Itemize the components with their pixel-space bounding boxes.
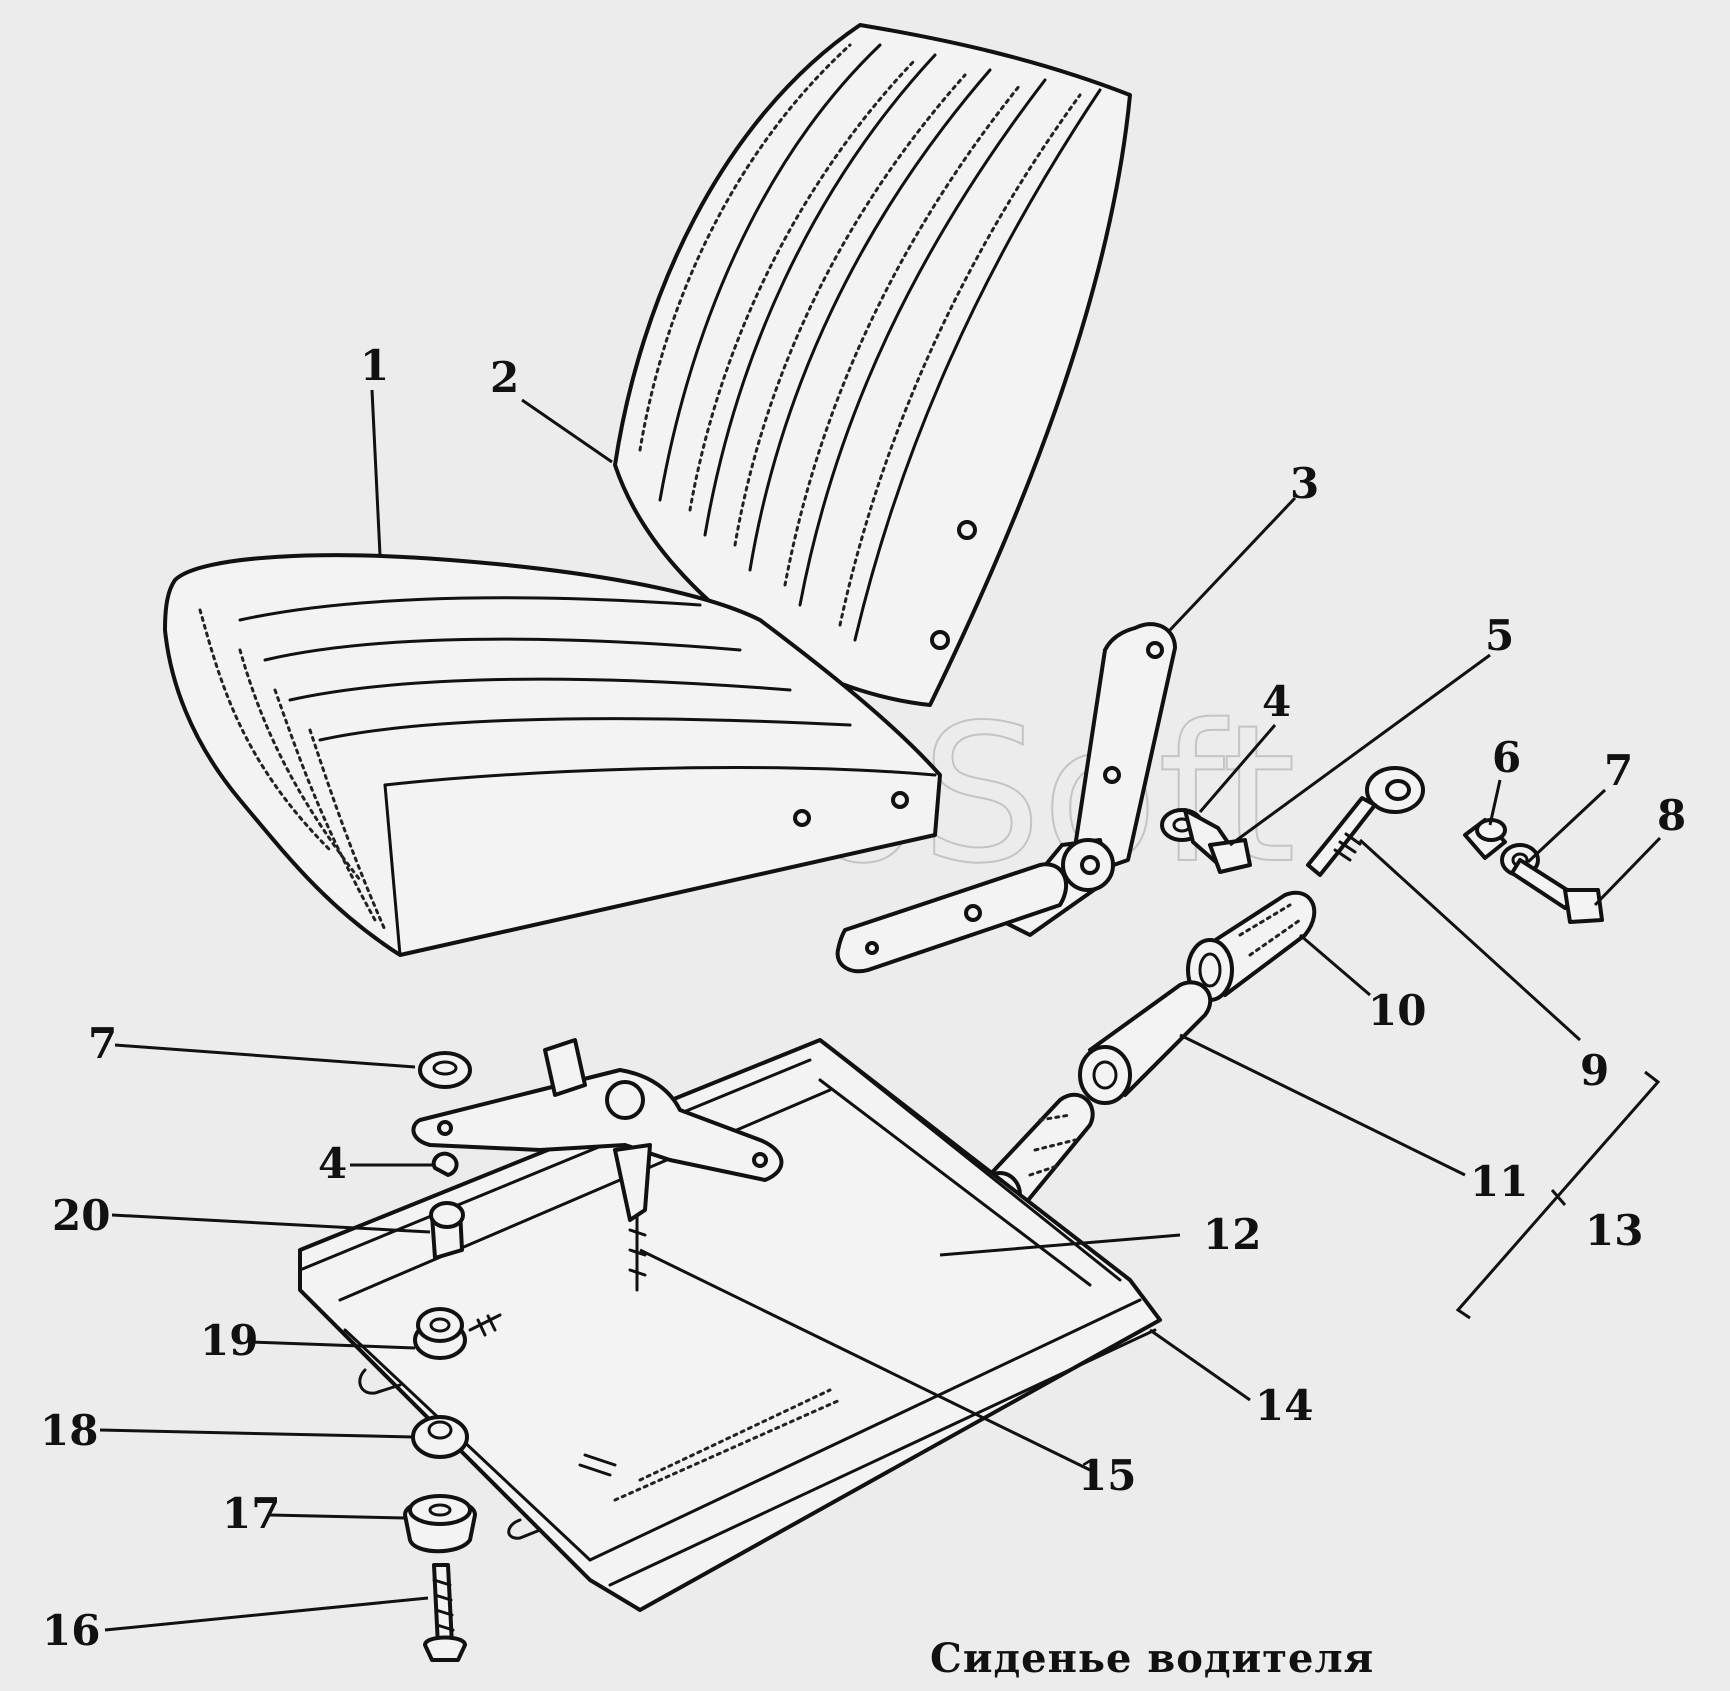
callout-11: 11	[1470, 1157, 1528, 1206]
callout-9: 9	[1580, 1046, 1609, 1095]
part-bolt-5	[1183, 808, 1252, 874]
callout-3: 3	[1290, 459, 1319, 508]
part-ring-4-lower	[431, 1151, 459, 1177]
callout-10: 10	[1368, 986, 1426, 1035]
callout-1: 1	[360, 341, 389, 390]
leader-lines	[99, 389, 1662, 1632]
callout-2: 2	[490, 353, 519, 402]
callout-6: 6	[1492, 733, 1521, 782]
callout-7-upper: 7	[1604, 746, 1633, 795]
part-tube-11	[1078, 980, 1213, 1105]
callout-14: 14	[1255, 1381, 1313, 1430]
callout-17: 17	[222, 1489, 280, 1538]
part-cup-17	[403, 1494, 477, 1554]
callout-12: 12	[1203, 1210, 1261, 1259]
part-screw-16	[423, 1563, 467, 1662]
part-seat-cushion	[163, 553, 942, 957]
part-backrest	[613, 23, 1132, 707]
callout-8: 8	[1657, 791, 1686, 840]
part-hinge-bracket	[835, 622, 1177, 974]
callout-labels: 1 2 3 4 5 6 7 8 9 10 7 4 20 11 12 13 19 …	[40, 341, 1686, 1655]
part-bolt-8	[1510, 858, 1604, 924]
callout-4-upper: 4	[1262, 677, 1291, 726]
callout-7-lower: 7	[88, 1019, 117, 1068]
part-nut-19	[358, 1307, 502, 1395]
callout-19: 19	[200, 1316, 258, 1365]
part-rod-eye-9	[1306, 766, 1425, 877]
callout-15: 15	[1078, 1451, 1136, 1500]
diagram-caption: Сиденье водителя	[930, 1635, 1375, 1682]
part-spacer-20	[429, 1201, 465, 1260]
part-stud-15	[613, 1143, 652, 1292]
callout-20: 20	[52, 1191, 110, 1240]
part-bushing-6	[1463, 818, 1507, 860]
callout-5: 5	[1485, 611, 1514, 660]
part-washer-7-lower	[418, 1051, 472, 1089]
callout-4-lower: 4	[318, 1139, 347, 1188]
callout-13: 13	[1585, 1206, 1643, 1255]
part-sleeve-10	[1186, 890, 1317, 1002]
callout-18: 18	[40, 1406, 98, 1455]
part-base-frame-14	[298, 1038, 1162, 1612]
callout-16: 16	[42, 1606, 100, 1655]
